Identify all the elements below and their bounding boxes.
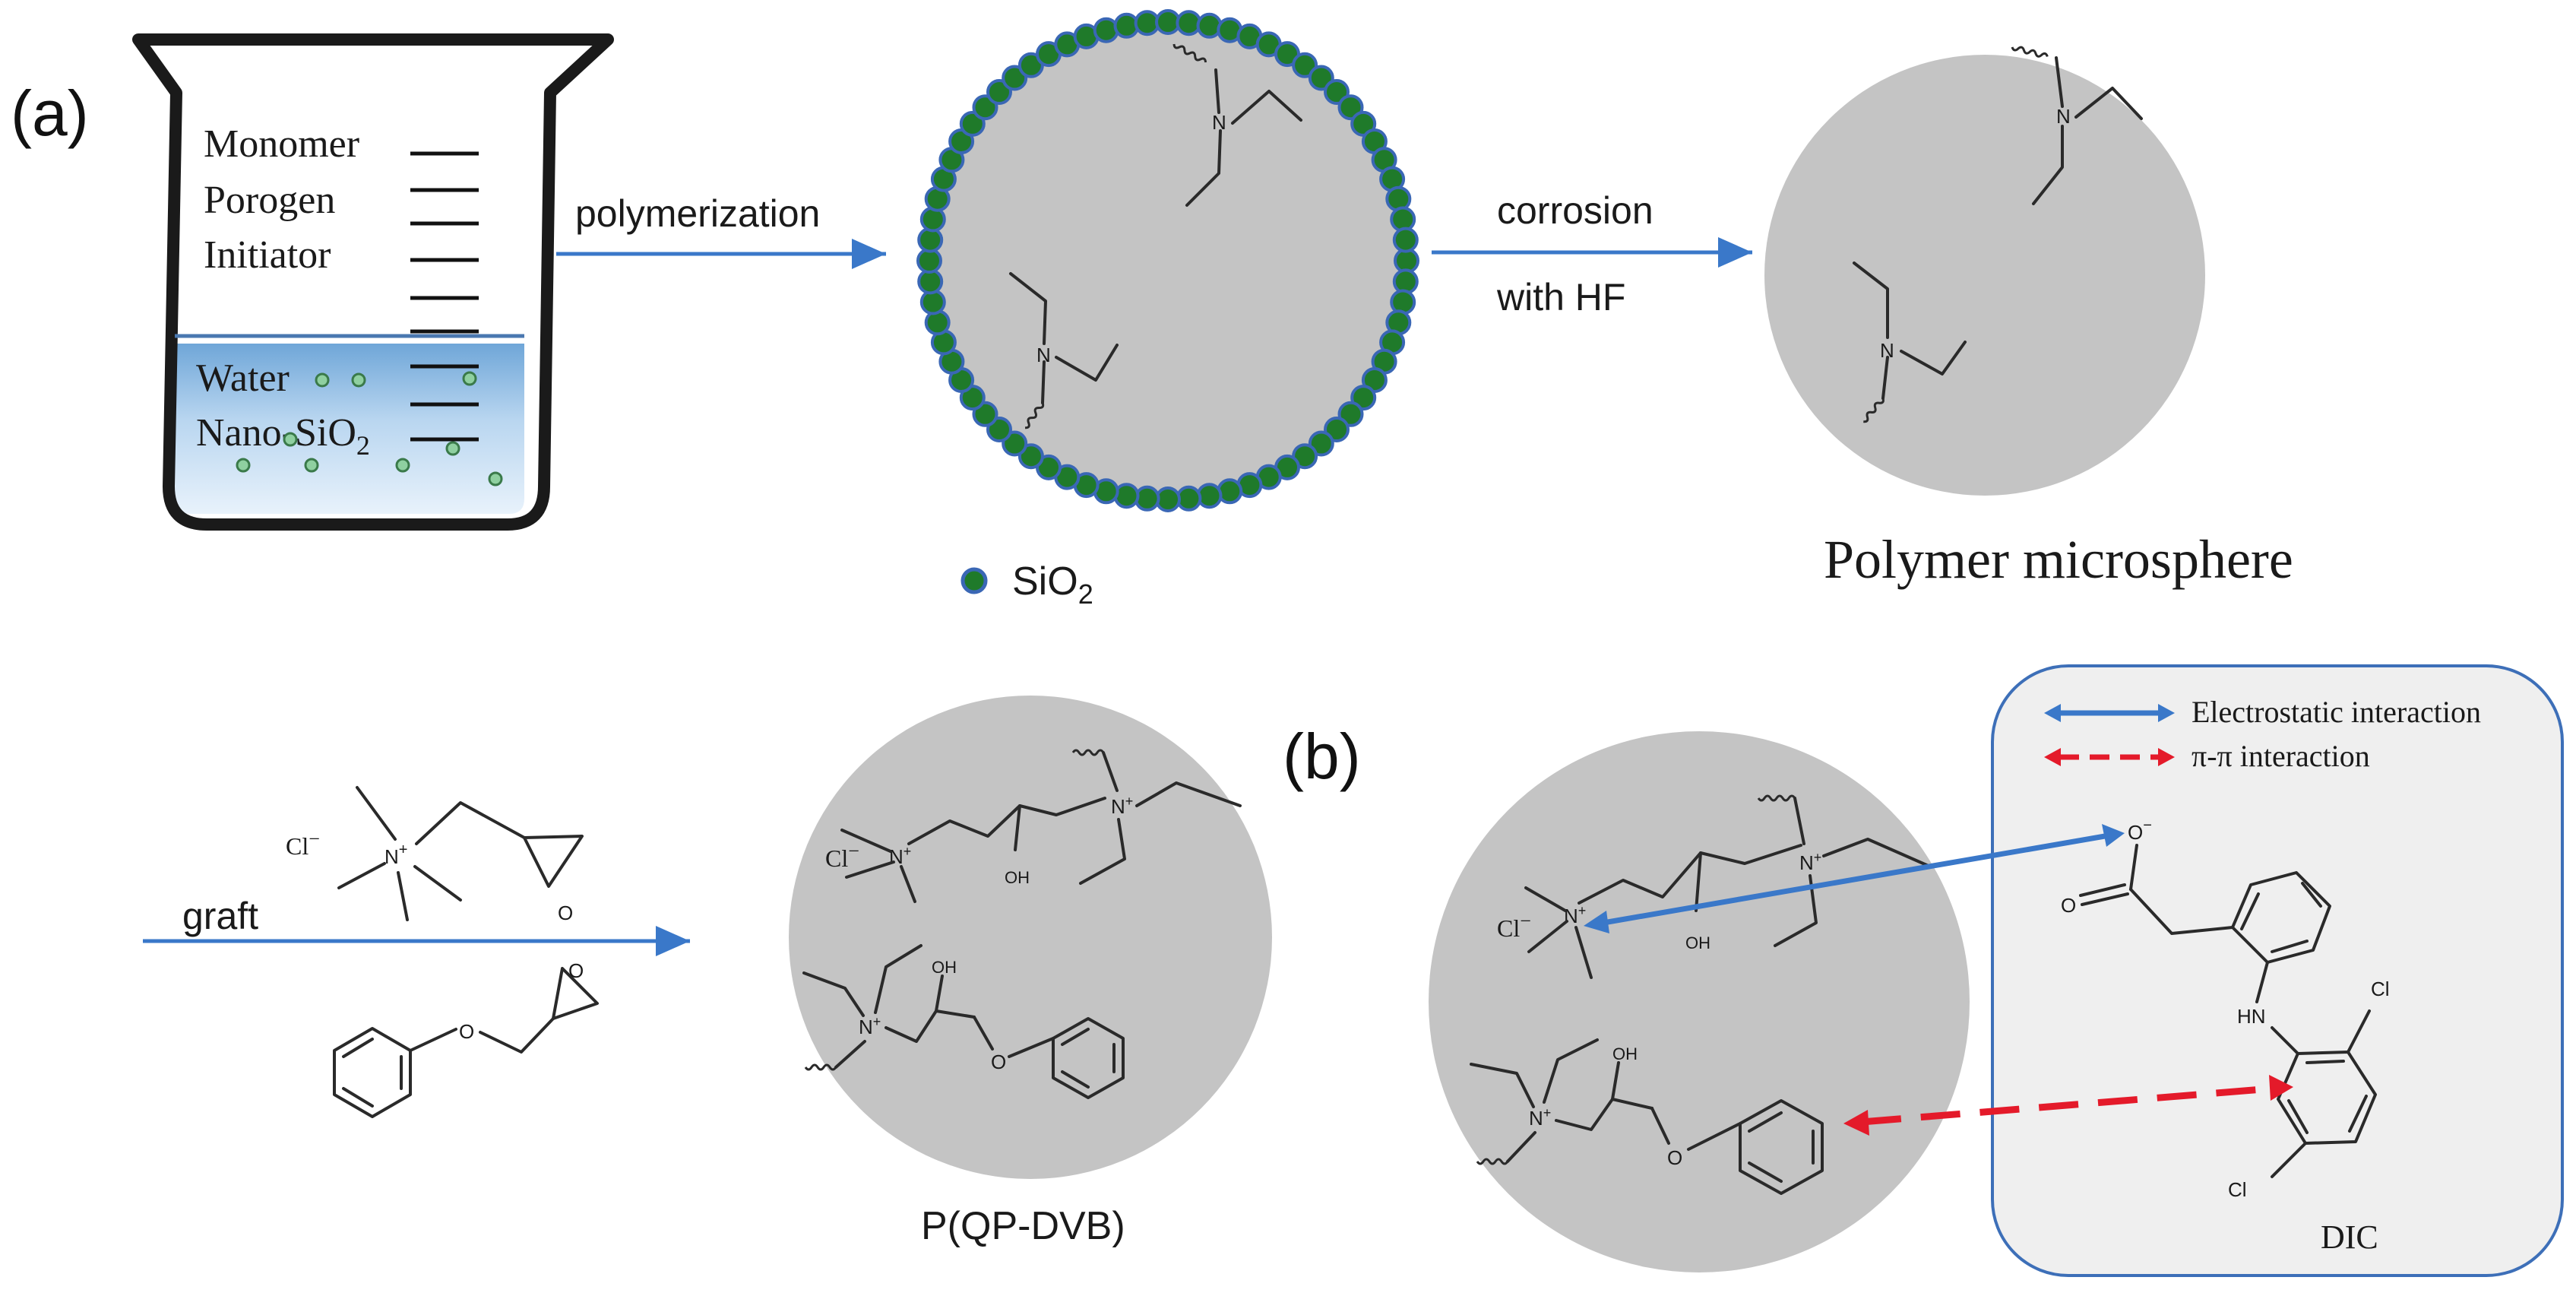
svg-text:Cl: Cl [2371, 978, 2390, 1000]
sio2-legend: SiO2 [960, 559, 1093, 610]
svg-text:N+: N+ [1799, 850, 1821, 874]
beaker-sio2-particle [488, 471, 503, 486]
panel-label-a: (a) [11, 78, 89, 149]
svg-text:O: O [2061, 894, 2076, 917]
svg-text:Cl: Cl [2228, 1178, 2247, 1201]
svg-text:O: O [991, 1051, 1006, 1073]
svg-text:N: N [1036, 344, 1051, 366]
svg-text:N+: N+ [859, 1014, 881, 1038]
svg-text:O: O [459, 1020, 474, 1043]
svg-text:Cl−: Cl− [286, 828, 320, 860]
svg-text:N+: N+ [385, 841, 407, 868]
beaker-label-monomer: Monomer [204, 122, 359, 166]
corrosion-label-hf: with HF [1496, 276, 1625, 318]
beaker-sio2-particle [445, 441, 460, 456]
beaker-sio2-particle [304, 458, 319, 473]
sio2-shell-particles [916, 9, 1419, 512]
polymer-microsphere: N N [1764, 46, 2205, 496]
sio2-legend-dot [960, 567, 988, 594]
beaker: Monomer Porogen Initiator Water Nano-SiO… [132, 33, 614, 531]
pqp-dvb-title: P(QP-DVB) [921, 1204, 1125, 1248]
electrostatic-interaction-arrow [1584, 824, 2125, 933]
svg-text:OH: OH [1005, 868, 1030, 887]
svg-text:OH: OH [932, 958, 957, 977]
sphere-core [929, 22, 1407, 499]
beaker-sio2-particles [236, 371, 503, 486]
beaker-sio2-particle [462, 371, 477, 386]
graft-label: graft [182, 895, 258, 937]
amine-group-upper: N [2011, 46, 2143, 205]
polymer-microsphere-title: Polymer microsphere [1824, 529, 2293, 590]
pqp-dvb-core [789, 696, 1272, 1179]
dic-panel: Electrostatic interaction π-π interactio… [1991, 664, 2564, 1277]
svg-text:N: N [1212, 111, 1226, 134]
beaker-outline [132, 33, 614, 531]
sio2-legend-label: SiO2 [1012, 559, 1093, 610]
sio2-coated-sphere: N N [916, 9, 1419, 512]
beaker-label-initiator: Initiator [204, 233, 331, 277]
svg-text:N: N [2056, 105, 2071, 128]
legend-pipi-label: π-π interaction [2191, 739, 2370, 773]
pipi-interaction-arrow [1843, 1075, 2293, 1136]
glycidyltrimethylammonium-reagent: Cl− N+ O [286, 786, 584, 924]
dic-molecule: O− O HN Cl Cl [2061, 817, 2390, 1201]
phenyl-glycidyl-ether-reagent: O O [333, 959, 599, 1118]
svg-text:Cl−: Cl− [825, 840, 859, 872]
corrosion-label: corrosion [1497, 189, 1654, 232]
dic-title: DIC [2321, 1219, 2378, 1256]
svg-text:Cl−: Cl− [1497, 910, 1531, 942]
svg-text:O: O [1667, 1146, 1682, 1169]
beaker-label-porogen: Porogen [204, 179, 335, 222]
beaker-sio2-particle [395, 458, 410, 473]
pqp-dvb-sphere: Cl− N+ OH N+ N+ OH O [789, 696, 1272, 1179]
svg-text:O: O [568, 959, 584, 982]
beaker-sio2-particle [236, 458, 251, 473]
svg-text:O: O [558, 902, 573, 924]
adsorbent-core [1429, 731, 1970, 1272]
polymerization-label: polymerization [575, 192, 820, 235]
svg-text:HN: HN [2237, 1005, 2266, 1028]
svg-text:N: N [1880, 339, 1894, 362]
legend-electrostatic-label: Electrostatic interaction [2191, 695, 2481, 729]
svg-text:O−: O− [2128, 817, 2152, 844]
dic-box [1991, 664, 2564, 1277]
beaker-graduations [410, 151, 479, 442]
svg-text:N+: N+ [1529, 1105, 1551, 1130]
svg-text:N+: N+ [1111, 794, 1133, 818]
svg-text:OH: OH [1612, 1044, 1638, 1063]
amine-group-lower: N [1853, 261, 1967, 423]
beaker-sio2-particle [351, 372, 366, 388]
svg-text:OH: OH [1685, 933, 1710, 952]
beaker-label-water: Water [196, 357, 290, 400]
beaker-label-nano-sio2: Nano-SiO2 [196, 411, 370, 461]
beaker-water [175, 344, 524, 514]
beaker-sio2-particle [315, 372, 330, 388]
amine-group-lower: N [1009, 272, 1119, 429]
sio2-particle [1392, 227, 1419, 253]
beaker-sio2-particle [283, 432, 298, 447]
amine-group-upper: N [1172, 43, 1302, 207]
adsorbent-sphere: Cl− N+ OH N+ N+ OH O [1429, 731, 1970, 1272]
microsphere-core [1764, 55, 2205, 496]
panel-label-b: (b) [1283, 721, 1361, 792]
